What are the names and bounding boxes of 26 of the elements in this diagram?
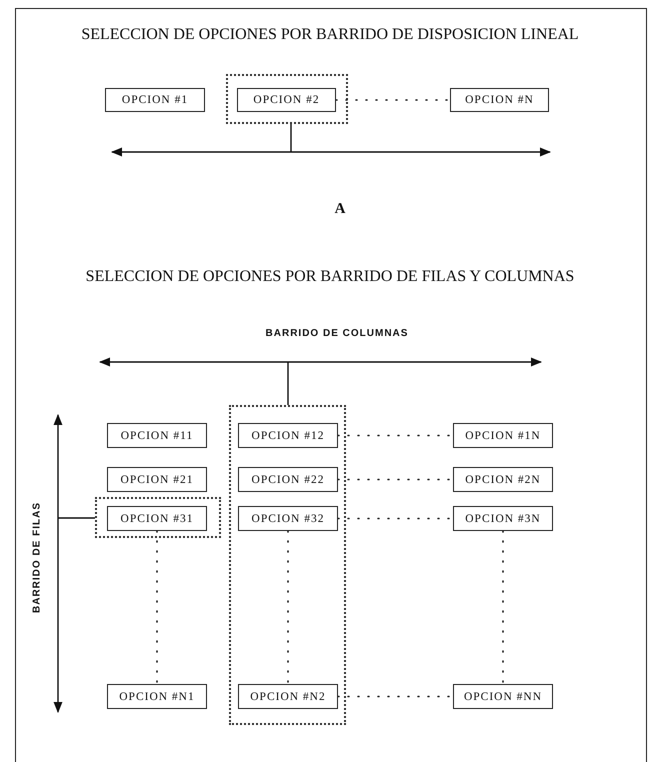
- option-box: OPCION #3N: [453, 506, 553, 531]
- dotted-line: [287, 530, 289, 685]
- option-box: OPCION #21: [107, 467, 207, 492]
- axis-label: BARRIDO DE FILAS: [32, 501, 42, 615]
- option-box: OPCION #NN: [453, 684, 553, 709]
- axis-label: BARRIDO DE COLUMNAS: [264, 328, 410, 339]
- option-box: OPCION #11: [107, 423, 207, 448]
- option-box: OPCION #N2: [238, 684, 338, 709]
- option-box: OPCION #2: [237, 88, 336, 112]
- heading: SELECCION DE OPCIONES POR BARRIDO DE FILAS Y COLUMNAS: [84, 268, 576, 286]
- option-box: OPCION #N: [450, 88, 549, 112]
- option-box: OPCION #22: [238, 467, 338, 492]
- option-box: OPCION #32: [238, 506, 338, 531]
- heading: SELECCION DE OPCIONES POR BARRIDO DE DISPOSICION LINEAL: [80, 26, 580, 44]
- option-box: OPCION #2N: [453, 467, 553, 492]
- dotted-line: [502, 530, 504, 685]
- dotted-selection-box: [226, 74, 348, 124]
- option-box: OPCION #12: [238, 423, 338, 448]
- dotted-line: [156, 530, 158, 685]
- option-box: OPCION #1: [105, 88, 205, 112]
- option-box: OPCION #N1: [107, 684, 207, 709]
- option-box: OPCION #31: [107, 506, 207, 531]
- dotted-selection-box: [95, 497, 221, 538]
- panel-letter: A: [334, 201, 346, 218]
- option-box: OPCION #1N: [453, 423, 553, 448]
- dotted-selection-box: [229, 405, 346, 725]
